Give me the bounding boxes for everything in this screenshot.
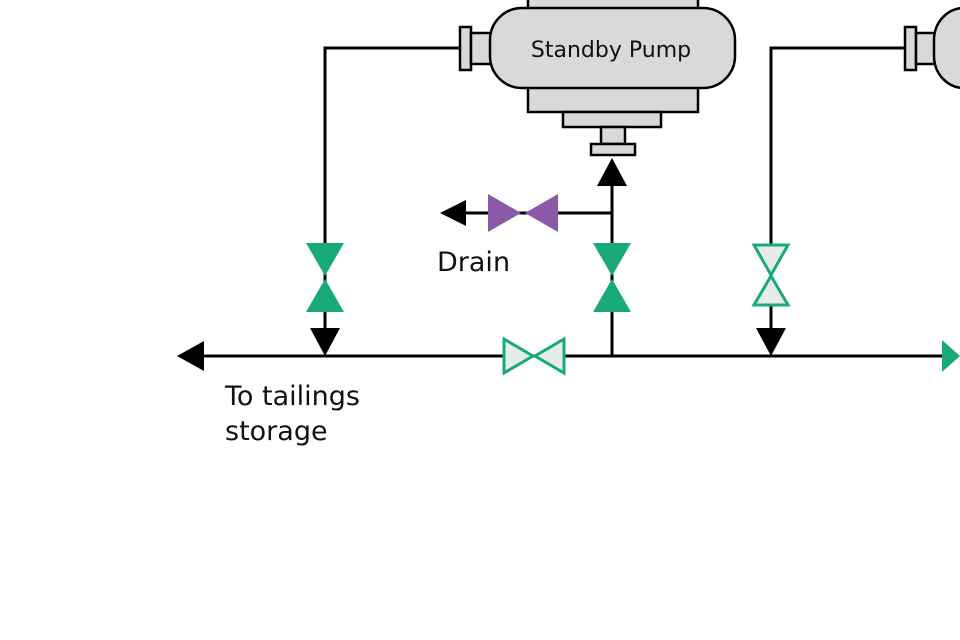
left-branch-valve[interactable] — [306, 243, 344, 312]
pump-label: Standby Pump — [531, 38, 691, 63]
pump-discharge-up-arrow-icon — [597, 158, 627, 186]
tailings-label-line2: storage — [225, 416, 328, 447]
standby-pump[interactable]: Standby Pump — [458, 0, 737, 157]
right-branch-valve-bottom — [751, 273, 791, 307]
pump-inlet-flange — [458, 25, 473, 72]
left-branch-valve-bottom — [306, 279, 344, 312]
tailings-label-line1: To tailings — [224, 381, 360, 412]
right-branch-down-arrow-icon — [756, 328, 786, 356]
left-branch-pipe — [323, 46, 460, 330]
pump-discharge-valve-top — [593, 243, 631, 276]
header-valve[interactable] — [502, 336, 566, 376]
secondary-pump-inlet-flange — [903, 25, 918, 72]
pump-body — [488, 6, 737, 90]
header-valve-left — [502, 336, 536, 376]
drain-valve-right — [525, 194, 558, 232]
right-branch-pipe — [769, 46, 905, 330]
right-branch-valve-top — [751, 243, 791, 279]
pump-discharge-valve[interactable] — [593, 243, 631, 312]
secondary-pump-body — [932, 7, 960, 89]
pump-outlet-flange — [589, 142, 637, 157]
right-branch-valve[interactable] — [751, 243, 791, 307]
header-outlet-arrow-icon[interactable] — [942, 340, 960, 372]
drain-label: Drain — [437, 247, 510, 278]
pump-base-lower — [561, 110, 663, 129]
tailings-arrow-icon — [177, 341, 204, 371]
drain-valve[interactable] — [488, 194, 558, 232]
left-branch-valve-top — [306, 243, 344, 276]
drain-valve-left — [488, 194, 521, 232]
pipe-network — [200, 46, 945, 358]
pump-discharge-valve-bottom — [593, 279, 631, 312]
drain-arrow-icon — [440, 200, 466, 226]
header-valve-right — [532, 336, 566, 376]
secondary-pump-partial[interactable] — [903, 7, 960, 89]
left-branch-down-arrow-icon — [310, 328, 340, 356]
pump-base-upper — [526, 84, 700, 114]
pump-outlet-neck — [599, 125, 627, 146]
